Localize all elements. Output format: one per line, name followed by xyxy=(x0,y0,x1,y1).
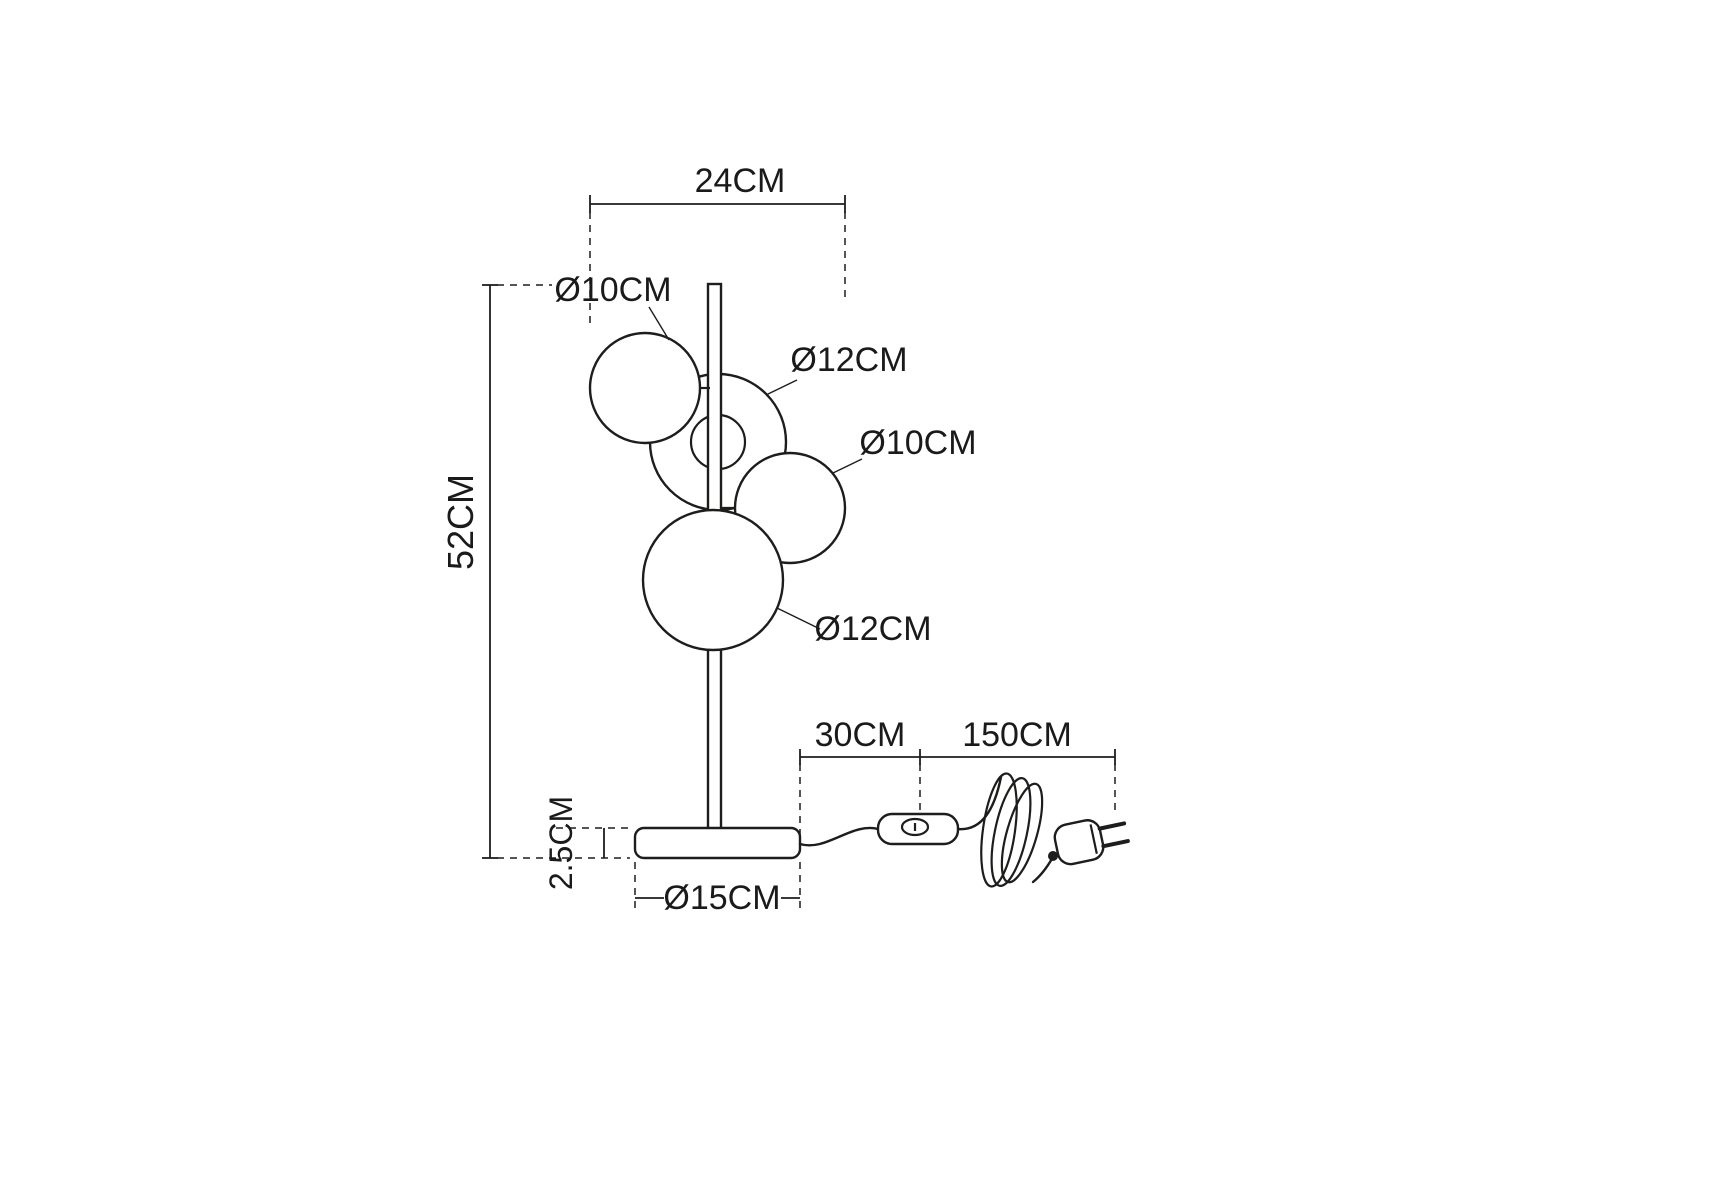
glass-sphere-bottom xyxy=(641,508,785,652)
plug-body xyxy=(1053,819,1105,866)
plug-pin xyxy=(1101,839,1130,849)
leader-line xyxy=(776,607,821,630)
lamp-base xyxy=(633,826,802,860)
cord-coil-loop xyxy=(990,776,1032,888)
label-sphere-mid: Ø12CM xyxy=(790,341,907,379)
dimension-base-diameter: Ø15CM xyxy=(634,862,801,917)
plug-face-line xyxy=(1089,824,1098,854)
power-cord-assembly xyxy=(798,772,1130,888)
dimension-cable-plug: 150CM xyxy=(920,716,1116,816)
label-sphere-right: Ø10CM xyxy=(859,424,976,462)
cord-coil-loop xyxy=(1000,782,1044,884)
dimension-label-cable-switch: 30CM xyxy=(815,716,906,754)
lamp-body xyxy=(588,282,847,860)
dimension-label-top-width: 24CM xyxy=(695,162,786,200)
plug-pin xyxy=(1097,821,1127,831)
dimension-total-height: 52CM xyxy=(440,284,630,859)
leader-line xyxy=(765,379,798,396)
label-sphere-bottom: Ø12CM xyxy=(814,610,931,648)
switch-button xyxy=(900,817,930,837)
dimension-cable-switch: 30CM xyxy=(799,716,921,837)
dimension-top-width: 24CM xyxy=(589,162,846,325)
glass-sphere-top xyxy=(588,331,702,445)
dimension-base-height: 2.5CM xyxy=(543,796,632,890)
label-sphere-top: Ø10CM xyxy=(554,271,671,309)
dimension-label-base-diameter: Ø15CM xyxy=(663,879,780,917)
cord-segment xyxy=(798,826,880,847)
leader-line xyxy=(648,306,670,341)
leader-line xyxy=(832,458,863,474)
dimension-label-total-height: 52CM xyxy=(440,474,481,570)
sphere-callouts: Ø10CM Ø12CM Ø10CM Ø12CM xyxy=(554,271,976,648)
cord-coil-loop xyxy=(980,772,1018,888)
dimension-label-base-height: 2.5CM xyxy=(543,796,579,890)
dimension-label-cable-plug: 150CM xyxy=(962,716,1072,754)
cord-segment xyxy=(1031,855,1055,884)
power-plug xyxy=(1053,819,1130,866)
cord-plug-joint xyxy=(1048,851,1058,861)
